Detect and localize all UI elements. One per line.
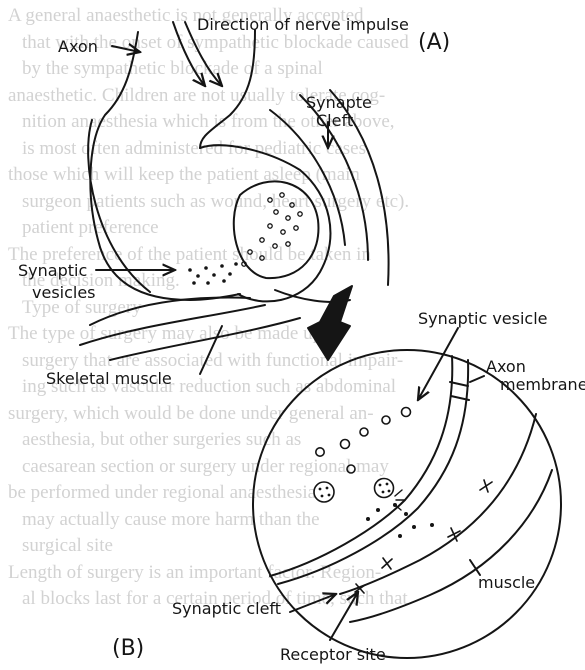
direction-label: Direction of nerve impulse — [197, 16, 409, 34]
magnified-view-circle — [253, 350, 561, 658]
axon-membrane-pointer — [470, 376, 484, 382]
synaptic-vesicle-label: Synaptic vesicle — [418, 310, 548, 328]
muscle-label: muscle — [478, 574, 535, 592]
synaptic-cleft-label-2: Cleft — [316, 112, 353, 130]
receptor-site-markers — [355, 480, 492, 593]
axon-membrane-2 — [278, 360, 468, 584]
synaptic-vesicles-label-2: vesicles — [32, 284, 96, 302]
skeletal-muscle-pointer — [200, 326, 222, 374]
axon-outline-left — [90, 32, 240, 300]
axon-membrane-label-1: Axon — [486, 358, 526, 376]
synaptic-vesicles-b — [314, 408, 411, 503]
muscle-line-4 — [90, 298, 250, 325]
axon-label: Axon — [58, 38, 98, 56]
synaptic-vesicles-a — [242, 193, 302, 266]
muscle-membrane-1 — [340, 414, 536, 594]
muscle-line-5 — [80, 305, 265, 345]
axon-membrane-label-2: membrane — [500, 376, 585, 394]
synaptic-vesicles-label-1: Synaptic — [18, 262, 87, 280]
terminal-outer-contour — [88, 120, 150, 292]
panel-b-label: (B) — [112, 640, 144, 658]
synaptic-cleft-label-1: Synapte — [306, 94, 372, 112]
synaptic-cleft-b-label: Synaptic cleft — [172, 600, 281, 618]
muscle-line-6 — [110, 318, 300, 360]
magnification-arrow-icon — [308, 286, 352, 360]
muscle-membrane-2 — [350, 470, 552, 622]
receptor-site-pointer — [330, 592, 358, 640]
receptor-site-label: Receptor site — [280, 646, 386, 664]
synaptic-cleft-b-pointer — [290, 594, 336, 612]
released-vesicle-dots — [188, 262, 238, 285]
exocytosis-burst — [394, 490, 405, 510]
panel-a-label: (A) — [418, 34, 450, 52]
axon-outline-right — [200, 30, 255, 148]
skeletal-muscle-label: Skeletal muscle — [46, 370, 172, 388]
